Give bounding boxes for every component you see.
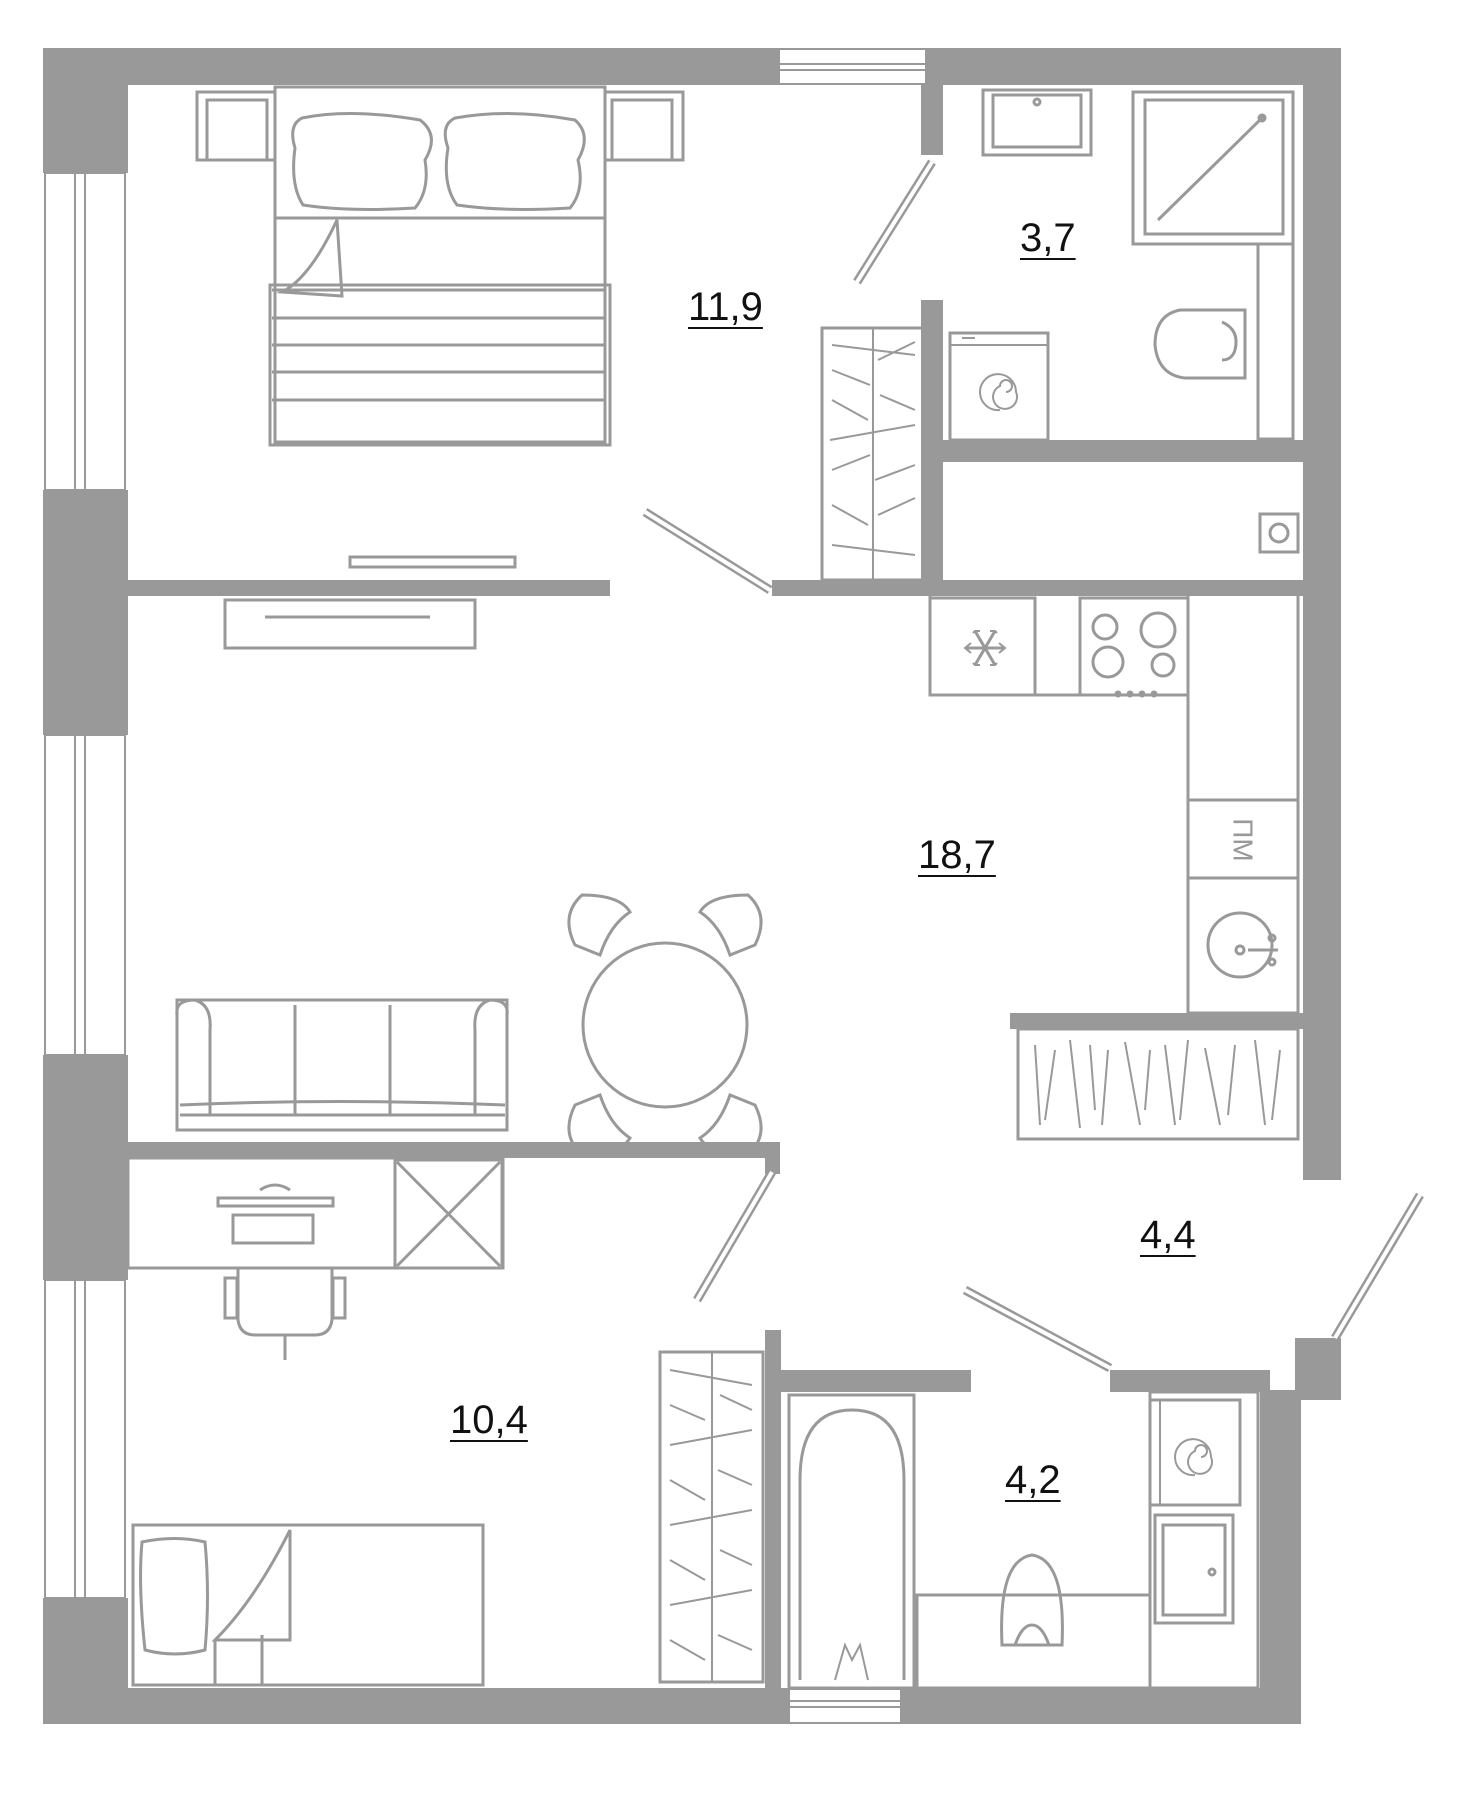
kitchen-living-area-label: 18,7 bbox=[918, 833, 996, 877]
bathtub bbox=[787, 1393, 916, 1690]
wardrobe-bedroom bbox=[820, 326, 926, 582]
double-bed bbox=[195, 85, 685, 447]
bedroom-area-label: 11,9 bbox=[688, 285, 763, 329]
outer-walls bbox=[43, 48, 1341, 1724]
bathroom-top-fixtures bbox=[948, 88, 1300, 554]
wardrobe-hallway bbox=[1016, 1027, 1300, 1141]
dishwasher-label: ПМ bbox=[1228, 818, 1259, 861]
bathroom-bottom-area-label: 4,2 bbox=[1005, 1458, 1061, 1502]
window-bottom bbox=[790, 1690, 900, 1722]
svg-text:ПМ: ПМ bbox=[1228, 818, 1259, 861]
tv-living bbox=[223, 598, 477, 650]
bathroom-bottom-fixtures bbox=[915, 1390, 1260, 1690]
wardrobe-child-room bbox=[658, 1350, 765, 1684]
desk bbox=[126, 1156, 505, 1360]
tv-bedroom bbox=[348, 555, 517, 569]
window-living bbox=[44, 734, 126, 1056]
doors bbox=[642, 159, 1424, 1372]
window-top bbox=[780, 50, 925, 83]
windows bbox=[44, 50, 925, 1722]
snowflake-icon bbox=[963, 630, 1007, 666]
kitchen-counter bbox=[928, 596, 1300, 1015]
sofa bbox=[175, 998, 509, 1132]
child-room-area-label: 10,4 bbox=[450, 1398, 528, 1442]
bathroom-top-area-label: 3,7 bbox=[1020, 216, 1076, 260]
interior-walls bbox=[128, 85, 1303, 1724]
hallway-area-label: 4,4 bbox=[1140, 1213, 1196, 1257]
window-child-room bbox=[44, 1279, 126, 1599]
dining-table bbox=[567, 893, 763, 1157]
single-bed bbox=[131, 1523, 485, 1687]
window-bedroom bbox=[44, 172, 126, 491]
